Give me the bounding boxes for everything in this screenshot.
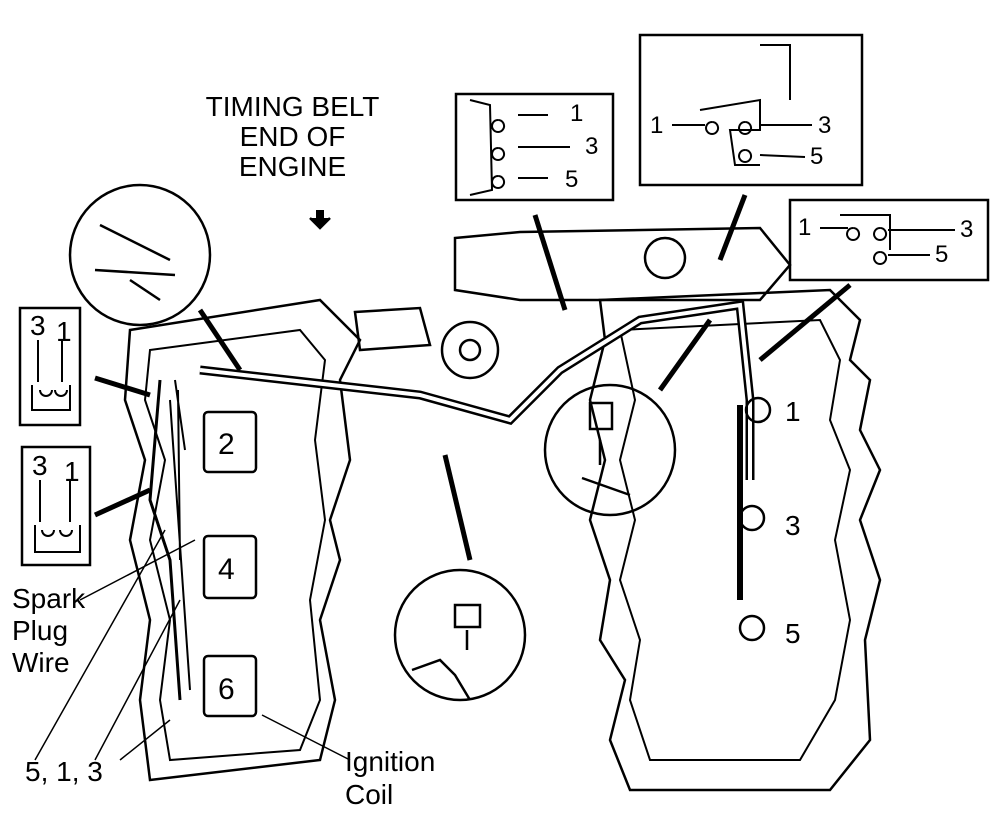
clamp-e-right: 3	[960, 216, 974, 243]
spark-plug-wire-harness	[199, 299, 755, 480]
label-line: Spark	[12, 583, 86, 614]
clamp-c-top: 1	[570, 100, 584, 127]
ignition-coil-4	[202, 534, 258, 600]
clamp-d-bottom: 5	[810, 143, 824, 170]
right-valve-cover	[588, 288, 882, 792]
clamp-a-right: 1	[56, 316, 72, 347]
inset-clamp-c	[454, 92, 615, 202]
left-valve-cover	[123, 298, 362, 782]
clamp-d-right: 3	[818, 112, 832, 139]
clamp-b-right: 1	[64, 456, 80, 487]
spark-plug-5	[738, 614, 766, 642]
ignition-coil-label: Ignition Coil	[345, 745, 435, 811]
label-line: Ignition	[345, 746, 436, 777]
clamp-e-left: 1	[798, 214, 812, 241]
clamp-c-mid: 3	[585, 133, 599, 160]
label-line: Coil	[345, 779, 394, 810]
detail-circle-right	[543, 383, 677, 517]
cylinder-number-3: 3	[785, 510, 801, 541]
label-line: Plug	[12, 615, 69, 646]
coil-number-4: 4	[218, 553, 235, 586]
ignition-coil-2	[202, 410, 258, 474]
throttle-body	[453, 226, 792, 302]
clamp-b-left: 3	[32, 450, 48, 481]
firing-group-label: 5, 1, 3	[25, 756, 103, 787]
cylinder-number-5: 5	[785, 618, 801, 649]
coil-number-6: 6	[218, 673, 235, 706]
spark-plug-3	[738, 504, 766, 532]
detail-circle-top-left	[68, 183, 212, 327]
clamp-a-left: 3	[30, 310, 46, 341]
header-line-1: TIMING BELT	[205, 91, 380, 122]
spark-plug-1	[744, 396, 772, 424]
coil-number-2: 2	[218, 428, 235, 461]
inset-clamp-b	[20, 445, 92, 567]
header-line-2: END OF	[239, 121, 346, 153]
label-line: Wire	[12, 647, 70, 678]
clamp-d-left: 1	[650, 112, 664, 139]
ignition-coil-6	[202, 654, 258, 718]
inset-clamp-d	[638, 33, 864, 187]
inset-clamp-a	[18, 306, 82, 427]
clamp-c-bottom: 5	[565, 166, 579, 193]
inset-clamp-e	[788, 198, 990, 282]
clamp-e-bottom: 5	[935, 241, 949, 268]
cylinder-number-1: 1	[785, 396, 801, 427]
detail-circle-bottom	[393, 568, 527, 702]
spark-plug-wire-label: Spark Plug Wire	[12, 583, 85, 679]
header-line-3: ENGINE	[238, 151, 347, 183]
timing-belt-end-label: TIMING BELT END OF ENGINE	[185, 91, 400, 183]
